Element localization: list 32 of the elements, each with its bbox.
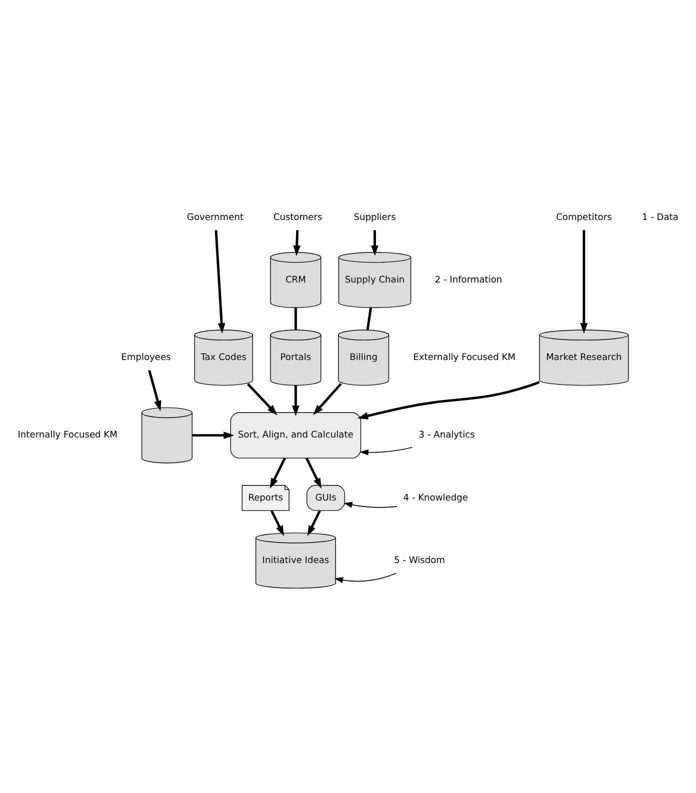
node-box: GUIs (306, 485, 346, 511)
node-text: Suppliers (354, 212, 396, 223)
label: 1 - Data (642, 212, 678, 223)
arrow (371, 230, 378, 256)
node-text: Competitors (556, 212, 612, 223)
arrow (305, 458, 322, 489)
arrow (192, 432, 234, 440)
label: Externally Focused KM (413, 353, 516, 364)
arrow (293, 230, 301, 256)
node-text: Customers (273, 212, 322, 223)
arrow (292, 385, 300, 416)
arrow (246, 383, 278, 416)
label: 2 - Information (434, 275, 502, 286)
arrow (270, 510, 284, 536)
node-text: Government (186, 212, 244, 223)
label: Internally Focused KM (18, 430, 118, 441)
connector (294, 308, 297, 330)
arrow (580, 230, 588, 334)
node-text: Employees (121, 353, 171, 364)
node-text: 4 - Knowledge (403, 493, 468, 504)
node-box: Sort, Align, and Calculate (230, 412, 362, 458)
arrow (334, 572, 397, 584)
node-text: 5 - Wisdom (394, 556, 446, 566)
arrow (360, 446, 413, 456)
arrow (148, 370, 162, 412)
arrow (307, 510, 321, 536)
arrow (313, 382, 342, 416)
arrow (344, 502, 398, 508)
connector (366, 308, 372, 330)
arrow (214, 230, 226, 334)
arrow (357, 380, 540, 420)
node-text: 3 - Analytics (418, 430, 475, 441)
